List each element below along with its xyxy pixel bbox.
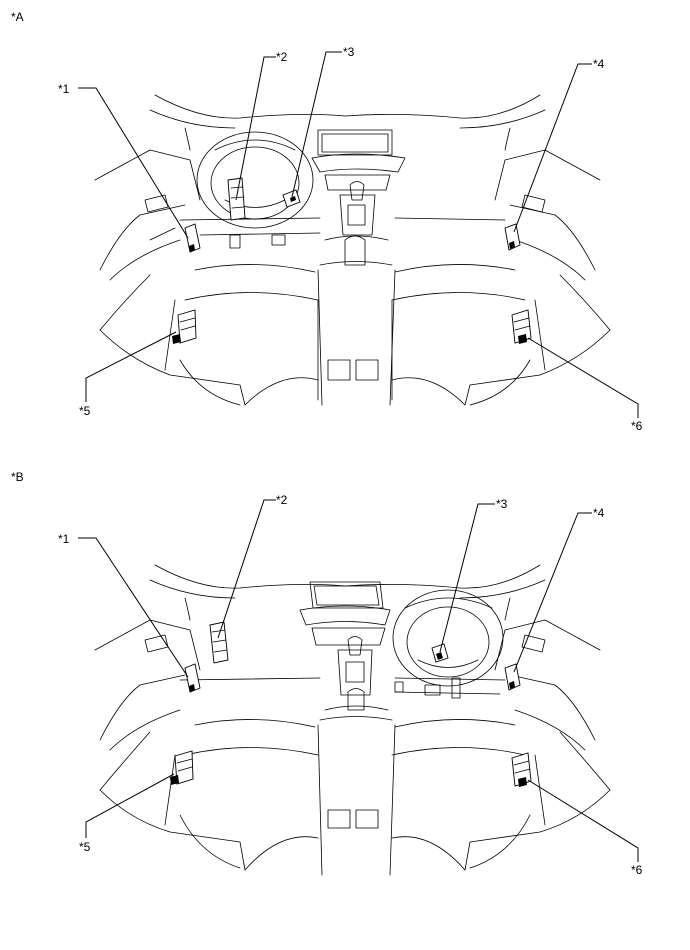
- leader-line-3-a: [291, 51, 342, 198]
- callout-4: *4: [593, 506, 605, 520]
- leader-line-2-a: [235, 56, 276, 201]
- component-2-b: [209, 621, 229, 664]
- leader-line-6-b: [527, 779, 639, 862]
- callout-4: *4: [593, 57, 605, 71]
- component-6-a: [511, 309, 532, 344]
- component-3-a: [282, 189, 301, 208]
- leader-line-2-b: [217, 499, 276, 639]
- callout-3: *3: [343, 45, 355, 59]
- leader-line-1-b: [78, 537, 189, 678]
- cabin-illustration-b: [78, 499, 639, 876]
- component-3-b: [431, 643, 449, 663]
- component-6-b: [511, 752, 532, 787]
- callout-6: *6: [631, 419, 643, 433]
- callout-1: *1: [58, 82, 70, 96]
- callout-1: *1: [58, 532, 70, 546]
- component-1-a: [184, 223, 201, 253]
- callout-3: *3: [496, 497, 508, 511]
- component-4-b: [504, 663, 521, 691]
- component-4-a: [504, 223, 521, 251]
- callout-6: *6: [631, 863, 643, 877]
- panel-label: *B: [11, 470, 24, 484]
- diagram-panel-b: *B *1 *2 *3 *4 *5 *6: [0, 470, 690, 930]
- leader-line-1-a: [78, 87, 189, 239]
- leader-line-4-a: [513, 63, 592, 233]
- leader-line-4-b: [513, 512, 592, 673]
- diagram-panel-a: *A *1 *2 *3 *4 *5 *6: [0, 0, 690, 460]
- component-5-b: [170, 750, 194, 785]
- panel-label: *A: [11, 10, 24, 24]
- leader-line-5-b: [85, 773, 175, 838]
- callout-5: *5: [79, 840, 91, 854]
- component-5-a: [172, 309, 197, 344]
- callout-5: *5: [79, 404, 91, 418]
- component-1-b: [184, 663, 201, 693]
- cabin-illustration-a: [78, 51, 639, 418]
- leader-line-3-b: [439, 503, 495, 653]
- callout-2: *2: [276, 493, 288, 507]
- leader-line-5-a: [85, 331, 177, 402]
- leader-line-6-a: [527, 337, 639, 418]
- callout-2: *2: [276, 50, 288, 64]
